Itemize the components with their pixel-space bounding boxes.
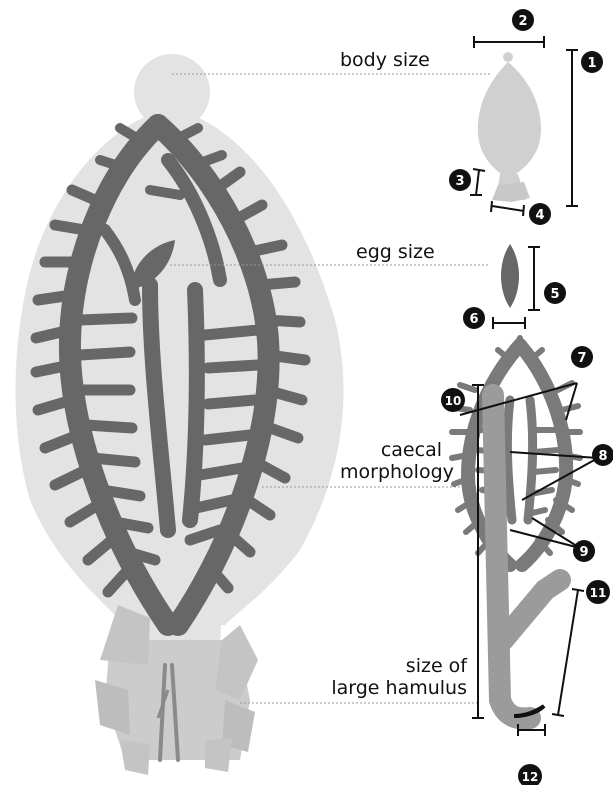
- bar-3-haptor-length: [470, 169, 485, 195]
- svg-text:6: 6: [469, 312, 478, 327]
- bar-6-egg-width: [493, 317, 525, 329]
- label-body-size: body size: [340, 50, 430, 71]
- marker-1: 1: [581, 51, 603, 73]
- marker-10: 10: [441, 388, 465, 412]
- egg-size-illustration: [501, 244, 519, 308]
- svg-text:5: 5: [550, 287, 559, 302]
- marker-11: 11: [586, 580, 610, 604]
- svg-text:10: 10: [445, 394, 462, 408]
- marker-9: 9: [573, 540, 595, 562]
- marker-6: 6: [463, 307, 485, 329]
- small-worm-body-size: [478, 52, 541, 202]
- svg-text:4: 4: [535, 208, 544, 223]
- marker-12: 12: [518, 764, 542, 785]
- marker-7: 7: [571, 346, 593, 368]
- bar-1-body-length: [566, 50, 578, 206]
- svg-text:3: 3: [455, 174, 464, 189]
- bar-11-hamulus-shaft: [552, 589, 584, 716]
- label-hamulus-line2: large hamulus: [320, 678, 467, 699]
- bar-2-body-width: [474, 36, 544, 48]
- svg-text:8: 8: [598, 449, 607, 464]
- marker-4: 4: [529, 203, 551, 225]
- marker-3: 3: [449, 169, 471, 191]
- label-hamulus-line1: size of: [360, 656, 467, 677]
- bar-4-haptor-width: [491, 201, 524, 216]
- marker-5: 5: [544, 282, 566, 304]
- bar-5-egg-length: [528, 247, 540, 310]
- svg-text:12: 12: [522, 770, 539, 784]
- svg-text:2: 2: [518, 14, 527, 29]
- label-caecal-line1: caecal: [360, 440, 442, 461]
- label-caecal-line2: morphology: [340, 462, 442, 483]
- svg-text:11: 11: [590, 586, 607, 600]
- main-worm-illustration: [16, 54, 344, 775]
- pointer-7b: [566, 383, 577, 420]
- svg-text:1: 1: [587, 56, 596, 71]
- svg-text:7: 7: [577, 351, 586, 366]
- marker-8: 8: [592, 444, 613, 466]
- svg-text:9: 9: [579, 545, 588, 560]
- marker-2: 2: [512, 9, 534, 31]
- label-egg-size: egg size: [356, 242, 435, 263]
